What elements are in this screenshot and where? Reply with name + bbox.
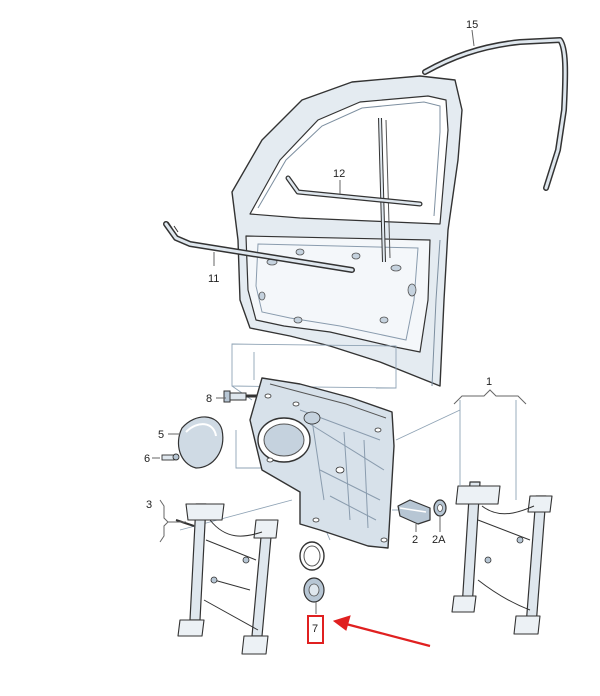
cover-5 [177, 416, 224, 469]
callout-5: 5 [158, 429, 164, 441]
callout-15: 15 [466, 19, 478, 31]
shaft-strip-12 [285, 175, 423, 207]
callout-6: 6 [144, 453, 150, 465]
crank-handle-2 [397, 499, 431, 525]
window-regulator-right-1 [451, 481, 553, 635]
rivet-6 [161, 453, 180, 461]
red-arrow-annotation [332, 615, 431, 648]
highlight-box-7 [307, 615, 324, 644]
seal-cap-7 [299, 541, 325, 603]
window-regulator-left-3 [175, 503, 279, 655]
leader-15 [471, 29, 475, 47]
bracket-3 [159, 499, 169, 543]
door-shell [231, 75, 463, 387]
callout-3: 3 [146, 499, 152, 511]
callout-1: 1 [486, 376, 492, 388]
escutcheon-2a [433, 499, 447, 517]
callout-8: 8 [206, 393, 212, 405]
shaft-strip-11 [163, 221, 355, 273]
callout-2a: 2A [432, 534, 446, 546]
callout-7: 7 [312, 623, 318, 635]
window-frame-seal-15 [422, 37, 569, 191]
callout-12: 12 [333, 168, 345, 180]
bracket-1 [453, 389, 527, 405]
carrier-plate [249, 377, 395, 549]
callout-11: 11 [208, 273, 219, 285]
callout-2: 2 [412, 534, 418, 546]
